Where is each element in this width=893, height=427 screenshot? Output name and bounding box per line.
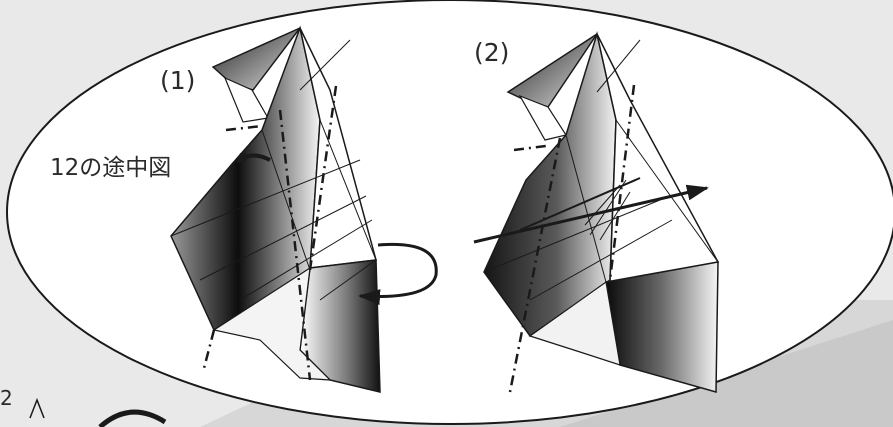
frame-ellipse [7,0,893,424]
intermediate-view-label: 12の途中図 [50,148,171,182]
step-1-label: (1) [160,66,195,95]
step-2-label: (2) [474,38,509,67]
corner-step-number: 2 [0,386,13,410]
corner-mountain-symbol [30,400,165,427]
